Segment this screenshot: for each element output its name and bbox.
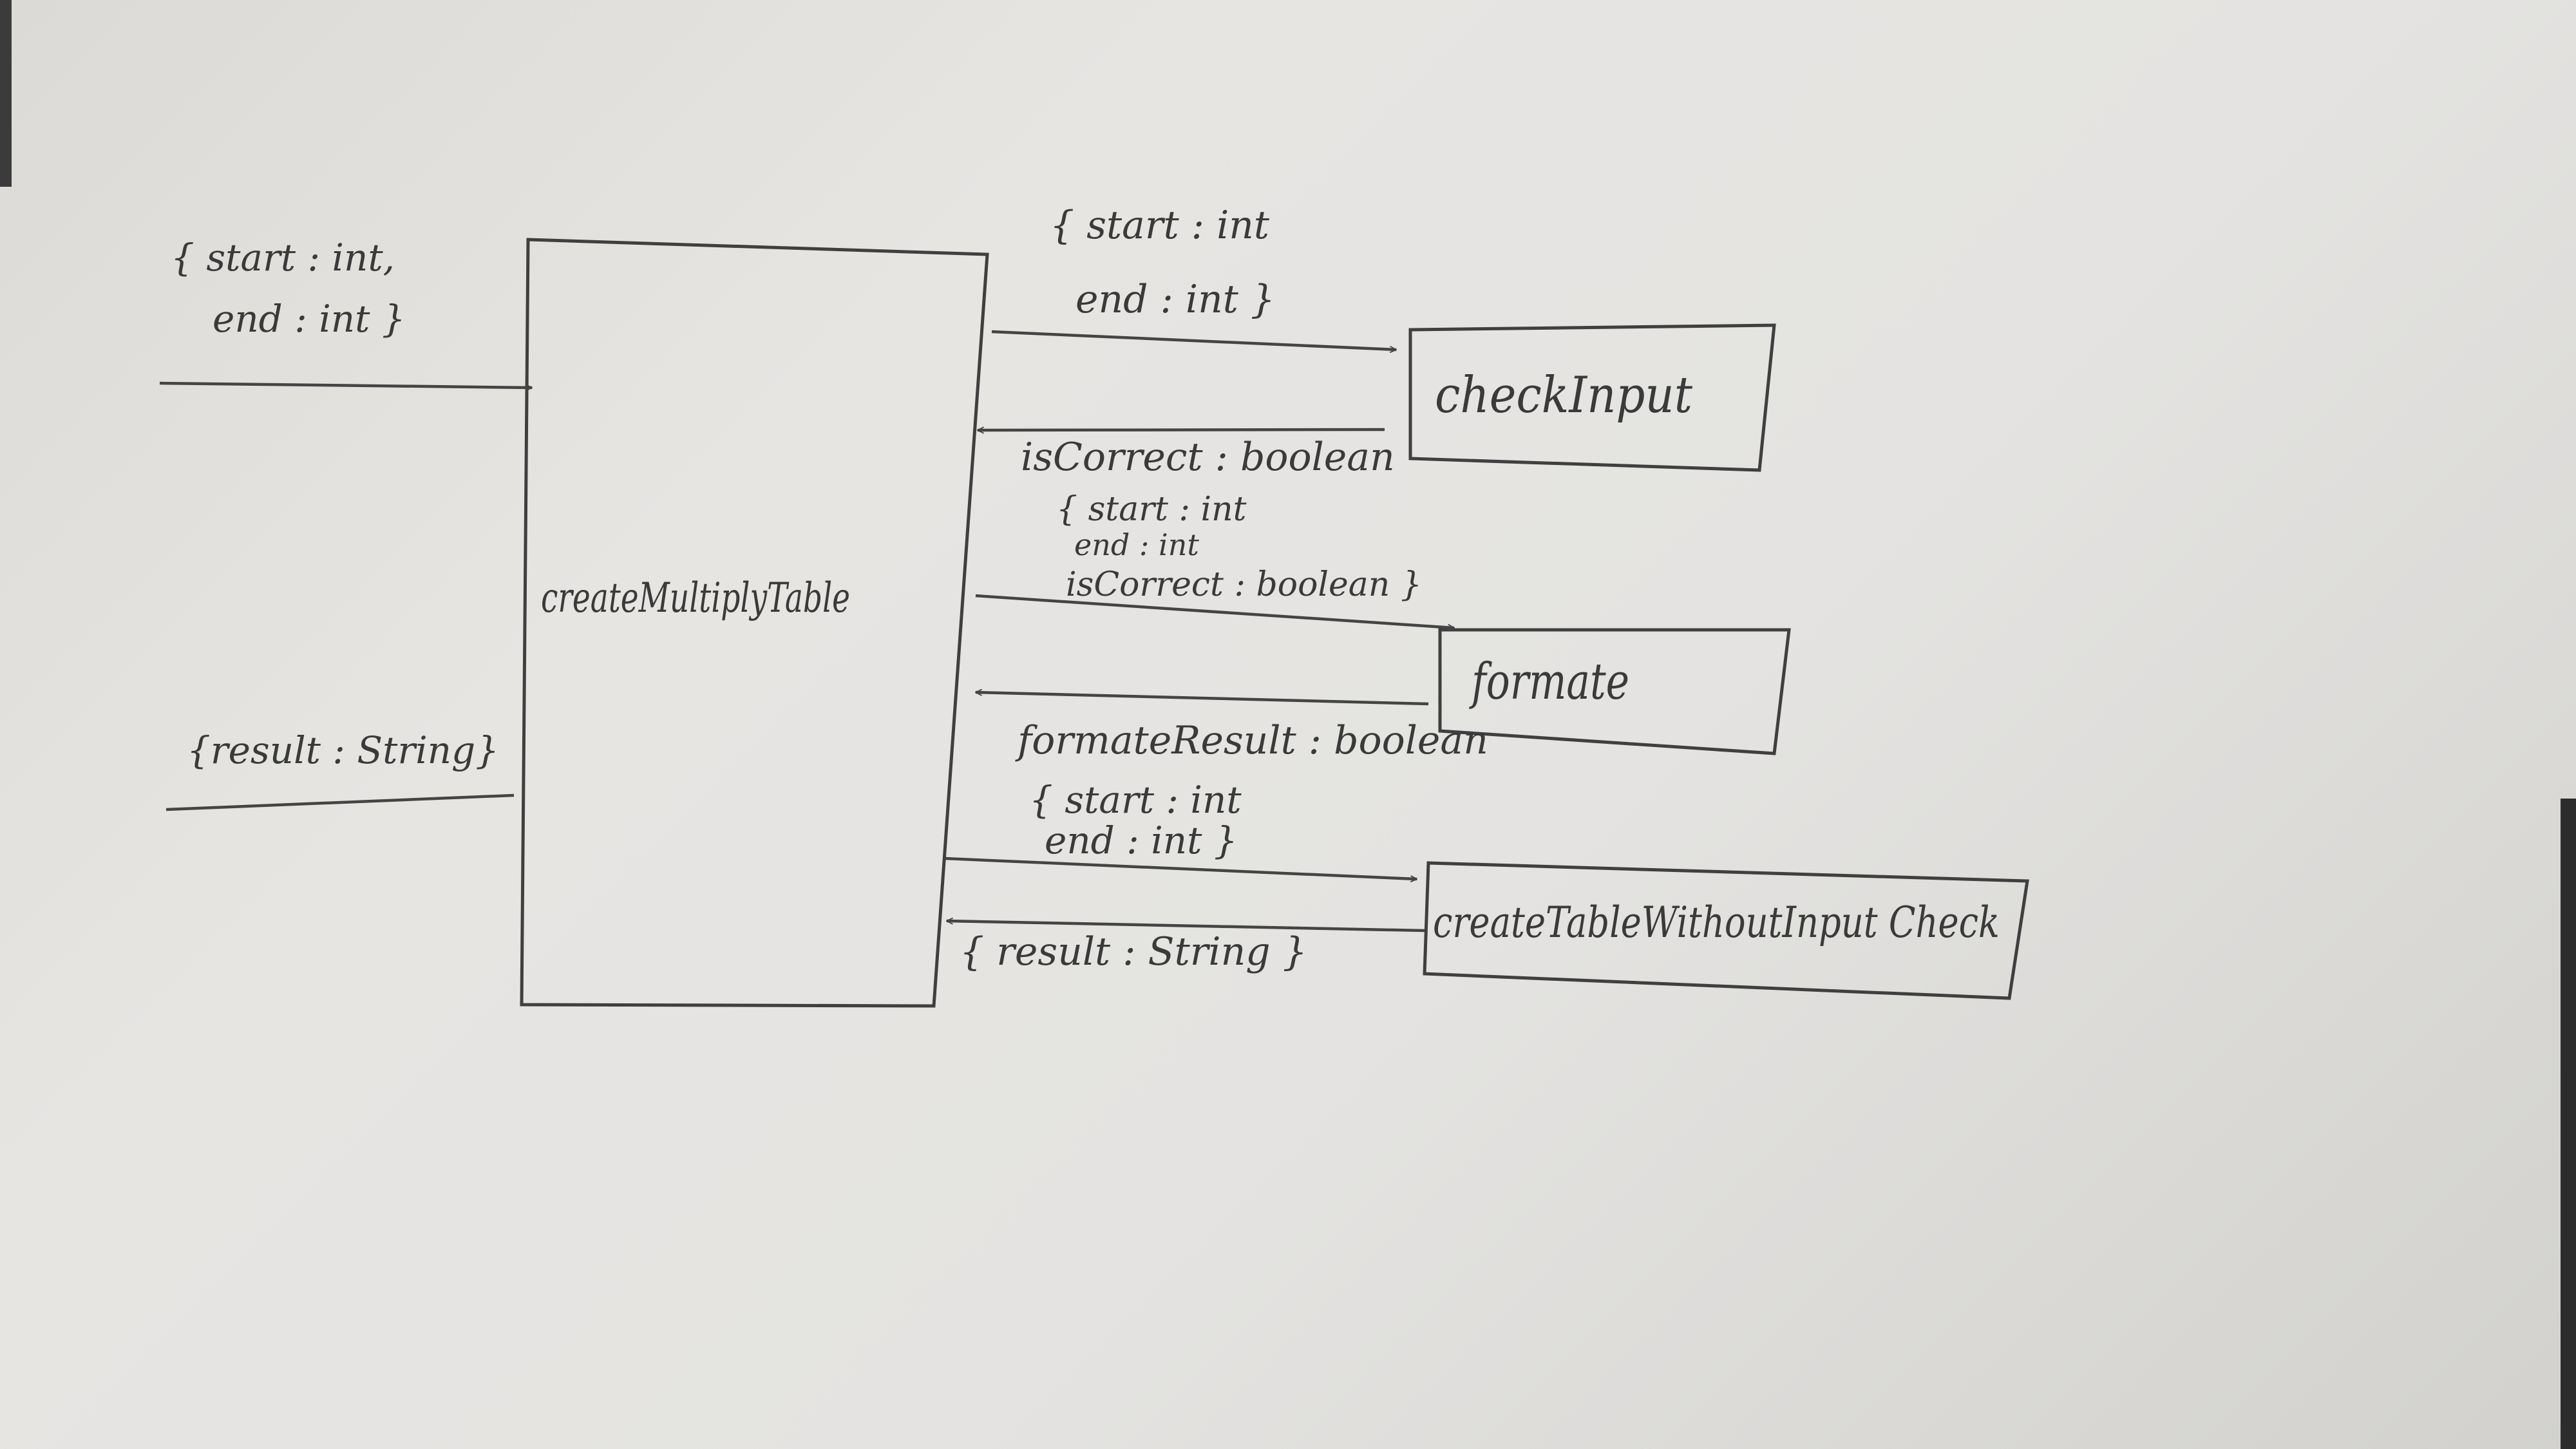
formate-module: formate bbox=[1438, 628, 1791, 755]
input-label-line1: { start : int, bbox=[171, 236, 395, 279]
to-formate-label-line3: isCorrect : boolean } bbox=[1066, 565, 1422, 604]
formate-box-outline bbox=[1438, 628, 1791, 755]
to-create-label-line1: { start : int bbox=[1029, 778, 1242, 822]
to-check-label-line1: { start : int bbox=[1050, 203, 1270, 248]
to-create-arrow bbox=[945, 857, 1417, 879]
input-label-line2: end : int } bbox=[213, 297, 406, 341]
create-table-module: createTableWithoutInput Check bbox=[1423, 861, 2029, 1000]
input-arrow bbox=[159, 381, 532, 388]
output-label: {result : String} bbox=[187, 728, 499, 772]
output-line bbox=[166, 793, 515, 811]
check-input-label: checkInput bbox=[1435, 366, 1693, 424]
from-create-arrow bbox=[947, 921, 1425, 933]
main-box-label: createMultiplyTable bbox=[541, 574, 850, 622]
to-formate-label-line2: end : int bbox=[1074, 527, 1199, 562]
input-flow: { start : int, end : int } bbox=[159, 236, 532, 388]
main-function-box: createMultiplyTable bbox=[520, 238, 989, 1008]
output-flow: {result : String} bbox=[166, 728, 515, 811]
from-create-label: { result : String } bbox=[960, 929, 1307, 974]
from-check-label: isCorrect : boolean bbox=[1021, 435, 1395, 480]
check-input-box-outline bbox=[1408, 323, 1776, 472]
create-table-box-outline bbox=[1423, 861, 2029, 1000]
to-formate-label-line1: { start : int bbox=[1056, 490, 1247, 529]
to-formate-arrow bbox=[975, 594, 1454, 628]
photo-edge-left bbox=[0, 0, 12, 187]
to-create-label-line2: end : int } bbox=[1045, 819, 1238, 862]
main-box-outline bbox=[520, 238, 989, 1008]
from-formate-arrow bbox=[976, 692, 1429, 706]
check-input-module: checkInput bbox=[1408, 323, 1776, 472]
create-table-label: createTableWithoutInput Check bbox=[1433, 898, 2000, 947]
to-check-label-line2: end : int } bbox=[1075, 277, 1275, 322]
to-check-arrow bbox=[991, 330, 1396, 350]
from-formate-label: formateResult : boolean bbox=[1015, 718, 1488, 763]
formate-label: formate bbox=[1469, 653, 1629, 711]
photo-edge-right bbox=[2561, 799, 2576, 1449]
